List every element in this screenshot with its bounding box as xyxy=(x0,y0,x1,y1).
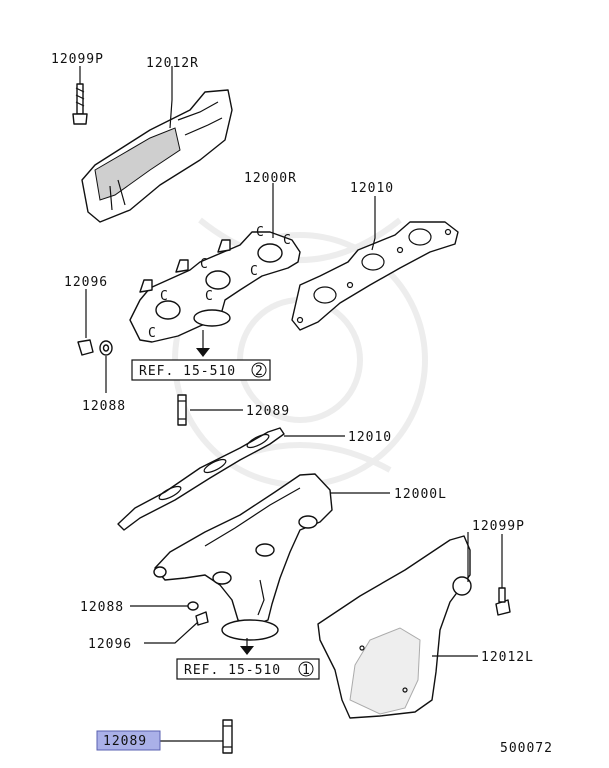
ref-text-lower: REF. 15-510 xyxy=(184,663,281,678)
label-12012r: 12012R xyxy=(146,56,199,71)
ref-box-lower[interactable]: REF. 15-510 1 xyxy=(176,638,320,680)
svg-text:C: C xyxy=(250,264,259,279)
label-12096-low: 12096 xyxy=(88,637,132,652)
label-12012l: 12012L xyxy=(481,650,534,665)
ref-box-upper[interactable]: REF. 15-510 2 xyxy=(131,330,271,381)
highlight-box xyxy=(96,730,161,751)
svg-text:C: C xyxy=(160,289,169,304)
ref-text-upper: REF. 15-510 xyxy=(139,364,236,379)
label-12010-top: 12010 xyxy=(350,181,394,196)
label-12010-mid: 12010 xyxy=(348,430,392,445)
svg-text:C: C xyxy=(283,233,292,248)
label-12099p-top: 12099P xyxy=(51,52,104,67)
exhaust-manifold-12000l[interactable] xyxy=(153,473,333,641)
label-12000l: 12000L xyxy=(394,487,447,502)
gasket-12010-top[interactable] xyxy=(291,221,459,331)
label-12089-mid: 12089 xyxy=(246,404,290,419)
nut-12096-low[interactable] xyxy=(195,611,209,626)
label-12000r: 12000R xyxy=(244,171,297,186)
bolt-12099p-right[interactable] xyxy=(495,587,511,616)
exhaust-manifold-12000r[interactable]: C C C C C C C xyxy=(129,225,301,343)
label-12096-top: 12096 xyxy=(64,275,108,290)
label-12089-bottom: 12089 xyxy=(103,734,147,749)
nut-12096-top[interactable] xyxy=(77,339,94,356)
label-12088-top: 12088 xyxy=(82,399,126,414)
ref-circle-upper: 2 xyxy=(255,364,264,379)
stud-12089-mid[interactable] xyxy=(177,394,187,426)
svg-text:C: C xyxy=(148,326,157,341)
leader-lines xyxy=(79,66,503,742)
svg-text:C: C xyxy=(200,257,209,272)
washer-12088-top[interactable] xyxy=(99,340,113,356)
stud-12089-bottom[interactable] xyxy=(222,719,233,754)
heat-shield-12012l[interactable] xyxy=(317,535,472,719)
svg-text:C: C xyxy=(256,225,265,240)
gasket-12010-mid[interactable] xyxy=(117,427,285,531)
diagram-code: 500072 xyxy=(500,741,553,756)
heat-shield-12012r[interactable] xyxy=(81,89,233,223)
part-labels: 12099P 12012R 12000R 12010 12096 12088 1… xyxy=(51,52,534,665)
label-12088-low: 12088 xyxy=(80,600,124,615)
label-12099p-right: 12099P xyxy=(472,519,525,534)
highlighted-part-12089[interactable]: 12089 xyxy=(96,730,161,751)
ref-circle-lower: 1 xyxy=(302,663,311,678)
washer-12088-low[interactable] xyxy=(187,601,199,611)
bolt-12099p-top[interactable] xyxy=(72,83,88,125)
svg-text:C: C xyxy=(205,289,214,304)
